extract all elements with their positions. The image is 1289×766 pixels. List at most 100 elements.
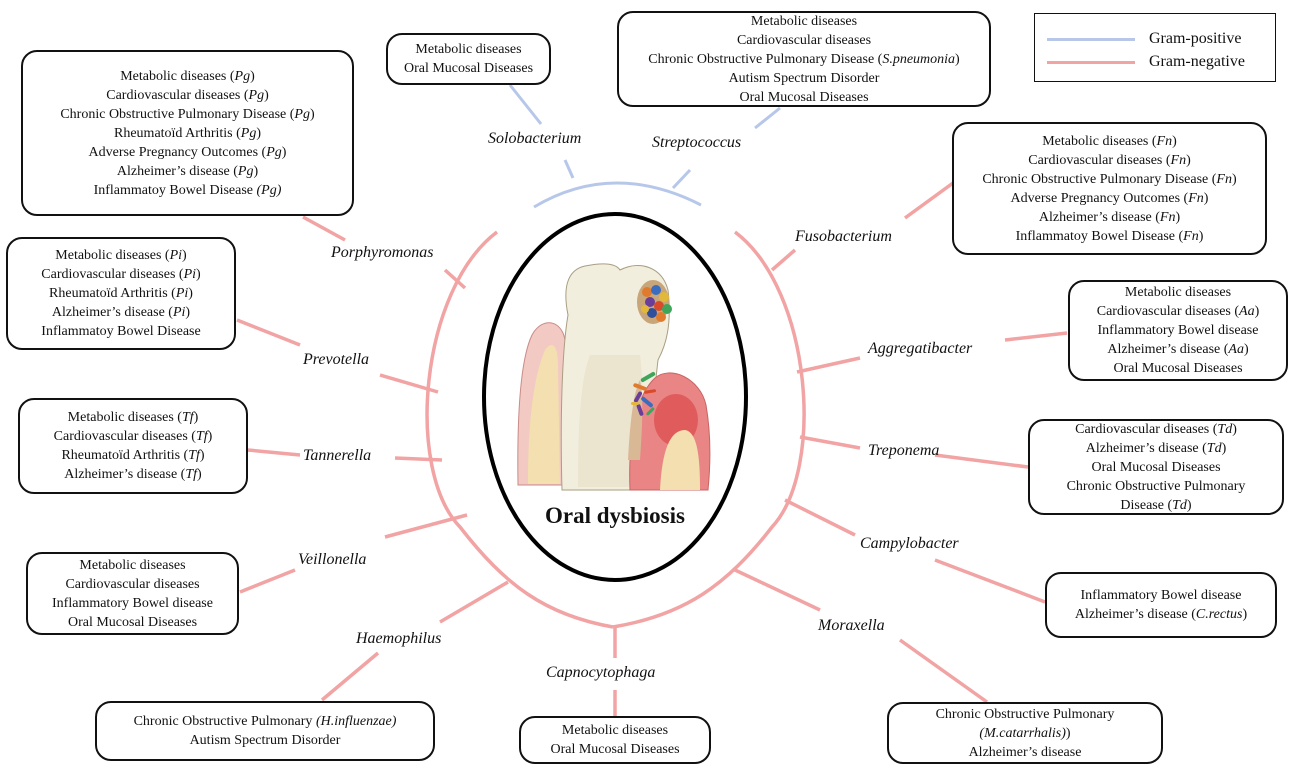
disease-line: Cardiovascular diseases (Pg) — [106, 87, 269, 103]
disease-line: Chronic Obstructive Pulmonary — [1066, 478, 1246, 494]
disease-line: Metabolic diseases — [415, 42, 522, 57]
disease-line: Alzheimer’s disease — [968, 744, 1082, 760]
disease-line: Adverse Pregnancy Outcomes (Fn) — [1010, 190, 1209, 206]
disease-line: Alzheimer’s disease (Pi) — [51, 305, 191, 320]
disease-line: Inflammatoy Bowel Disease (Fn) — [1015, 228, 1204, 244]
disease-line: Chronic Obstructive Pulmonary — [935, 706, 1115, 722]
disease-line: Inflammatoy Bowel Disease (Pg) — [93, 182, 282, 198]
disease-box-prevotella: Metabolic diseases (Pi) Cardiovascular di… — [6, 237, 236, 350]
link-solobacterium — [508, 84, 543, 125]
disease-line: Rheumatoïd Arthritis (Pg) — [114, 125, 261, 141]
disease-line: Oral Mucosal Diseases — [1113, 361, 1243, 376]
disease-box-moraxella: Chronic Obstructive Pulmonary (M.catarrha… — [887, 702, 1163, 764]
disease-line: Metabolic diseases — [561, 723, 669, 738]
disease-line: Adverse Pregnancy Outcomes (Pg) — [88, 144, 287, 160]
link-tannerella-stub — [394, 456, 443, 462]
genus-label-fusobacterium: Fusobacterium — [795, 228, 892, 245]
link-aggregatibacter-stub — [796, 356, 861, 374]
legend-label-gram-negative: Gram-negative — [1149, 53, 1245, 70]
bacteria-cluster-top — [641, 285, 672, 322]
genus-label-haemophilus: Haemophilus — [356, 630, 442, 647]
disease-line: Metabolic diseases (Tf) — [67, 410, 199, 425]
disease-line: Inflammatory Bowel disease — [1097, 323, 1259, 338]
genus-label-tannerella: Tannerella — [303, 447, 372, 464]
disease-line: Metabolic diseases (Pi) — [55, 248, 187, 263]
disease-line: Inflammatory Bowel disease — [52, 595, 213, 611]
disease-line: Metabolic diseases — [1124, 285, 1232, 300]
disease-line: (M.catarrhalis)) — [979, 725, 1071, 741]
link-streptococcus — [754, 106, 781, 130]
genus-label-solobacterium: Solobacterium — [488, 130, 582, 147]
disease-line: Alzheimer’s disease (Td) — [1085, 440, 1227, 456]
legend-label-gram-positive: Gram-positive — [1149, 30, 1242, 47]
gram-negative-links — [236, 181, 1068, 716]
disease-box-haemophilus: Chronic Obstructive Pulmonary (H.influen… — [95, 701, 435, 761]
disease-line: Autism Spectrum Disorder — [189, 733, 341, 748]
disease-line: Alzheimer’s disease (Pg) — [116, 163, 259, 179]
disease-line: Alzheimer’s disease (Tf) — [64, 467, 202, 482]
disease-line: Chronic Obstructive Pulmonary Disease (P… — [60, 106, 315, 122]
genus-label-porphyromonas: Porphyromonas — [331, 244, 434, 261]
link-fusobacterium — [903, 181, 955, 220]
link-streptococcus-stub — [671, 168, 692, 190]
disease-line: Inflammatory Bowel disease — [1080, 588, 1242, 603]
disease-line: Cardiovascular diseases (Tf) — [53, 429, 213, 444]
legend-swatch-gram-positive — [1047, 37, 1135, 41]
disease-line: Metabolic diseases — [750, 13, 858, 29]
genus-label-treponema: Treponema — [868, 442, 940, 459]
link-veillonella — [239, 568, 296, 594]
disease-box-tannerella: Metabolic diseases (Tf) Cardiovascular di… — [18, 398, 248, 494]
genus-label-streptococcus: Streptococcus — [652, 134, 742, 151]
link-veillonella-stub — [384, 513, 468, 539]
legend-swatch-gram-negative — [1047, 60, 1135, 64]
disease-line: Oral Mucosal Diseases — [403, 61, 534, 76]
genus-label-aggregatibacter: Aggregatibacter — [868, 340, 973, 357]
disease-line: Metabolic diseases — [79, 557, 186, 573]
disease-line: Cardiovascular diseases (Fn) — [1028, 152, 1191, 168]
disease-box-porphyromonas: Metabolic diseases (Pg) Cardiovascular di… — [21, 50, 354, 216]
link-porphyromonas — [302, 215, 346, 242]
central-title: Oral dysbiosis — [545, 503, 685, 528]
link-treponema-stub — [799, 435, 861, 450]
genus-label-capnocytophaga: Capnocytophaga — [546, 664, 656, 681]
link-prevotella — [236, 318, 301, 347]
disease-line: Oral Mucosal Diseases — [1091, 459, 1221, 475]
disease-line: Rheumatoïd Arthritis (Tf) — [61, 448, 205, 463]
disease-line: Oral Mucosal Diseases — [739, 89, 869, 105]
genus-label-veillonella: Veillonella — [298, 551, 367, 568]
link-campylobacter-stub — [784, 498, 856, 537]
disease-line: Cardiovascular diseases (Aa) — [1096, 304, 1260, 319]
link-campylobacter — [934, 558, 1046, 604]
genus-label-campylobacter: Campylobacter — [860, 535, 959, 552]
link-aggregatibacter — [1004, 331, 1068, 342]
disease-line: Chronic Obstructive Pulmonary Disease (S… — [648, 51, 960, 67]
disease-line: Metabolic diseases (Fn) — [1042, 133, 1177, 149]
link-haemophilus — [320, 651, 380, 702]
tooth-illustration — [517, 263, 711, 491]
disease-line: Oral Mucosal Diseases — [67, 614, 198, 630]
link-fusobacterium-stub — [770, 248, 797, 272]
disease-line: Cardiovascular diseases — [736, 32, 872, 48]
disease-line: Cardiovascular diseases — [65, 576, 200, 592]
disease-line: Autism Spectrum Disorder — [728, 70, 880, 86]
disease-line: Inflammatoy Bowel Disease — [41, 324, 201, 339]
disease-line: Disease (Td) — [1120, 497, 1192, 513]
genus-label-moraxella: Moraxella — [818, 617, 885, 634]
link-tannerella — [247, 448, 301, 457]
disease-line: Chronic Obstructive Pulmonary Disease (F… — [982, 171, 1237, 187]
disease-line: Metabolic diseases (Pg) — [120, 68, 255, 84]
disease-box-treponema: Cardiovascular diseases (Td) Alzheimer’s … — [1028, 419, 1284, 515]
disease-line: Cardiovascular diseases (Pi) — [41, 267, 201, 282]
gram-positive-arc — [533, 181, 702, 209]
link-solobacterium-stub — [563, 159, 575, 179]
link-prevotella-stub — [379, 373, 439, 394]
gram-positive-links — [508, 84, 781, 209]
disease-line: Cardiovascular diseases (Td) — [1075, 421, 1237, 437]
disease-line: Chronic Obstructive Pulmonary (H.influen… — [133, 714, 397, 729]
